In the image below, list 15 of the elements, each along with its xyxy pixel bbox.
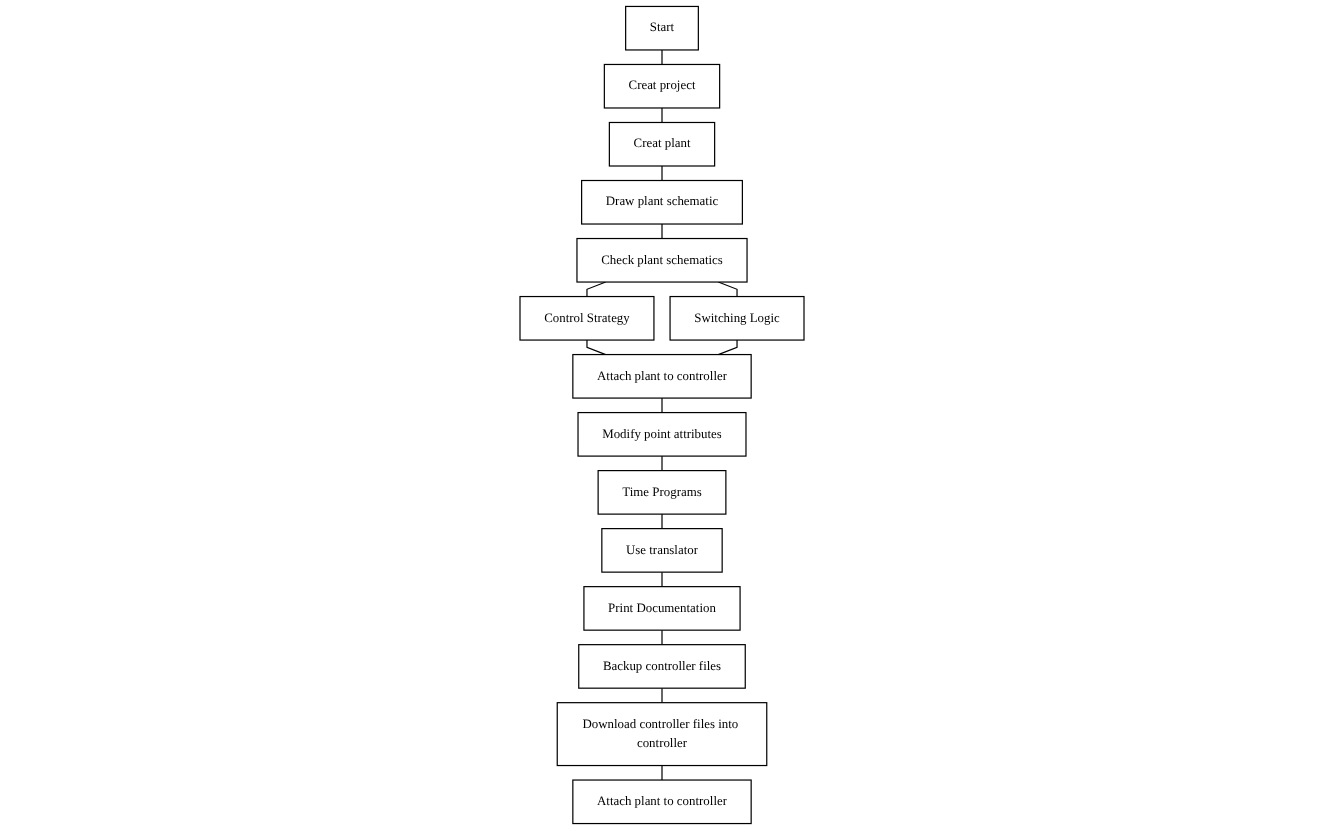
connector (586, 281, 607, 298)
connector (661, 455, 663, 472)
connector (586, 339, 607, 356)
connector (717, 339, 738, 356)
connector (661, 107, 663, 124)
connector (661, 629, 663, 646)
connector (661, 223, 663, 240)
connector (661, 571, 663, 588)
connector (661, 687, 663, 704)
connector (661, 165, 663, 182)
connector (661, 513, 663, 530)
connector (661, 764, 663, 781)
connector (661, 397, 663, 414)
connector (717, 281, 738, 298)
connector (661, 49, 663, 66)
